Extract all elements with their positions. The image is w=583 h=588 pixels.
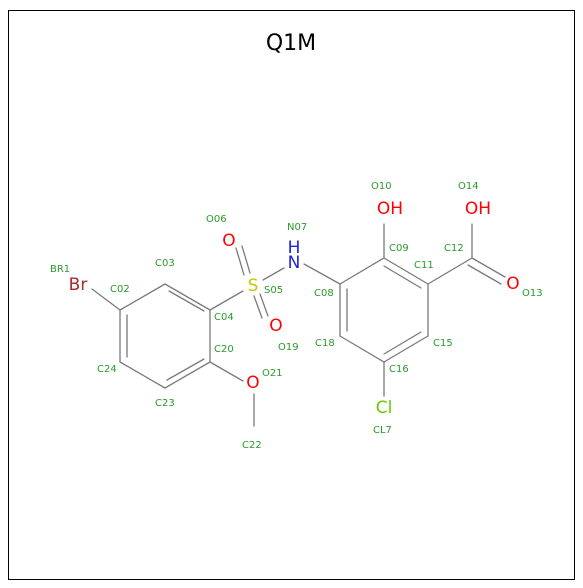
label-c03: C03 <box>155 258 175 269</box>
bond-s-o06-b <box>241 245 251 274</box>
atom-o13: O <box>506 274 519 294</box>
bond-c09-c11 <box>383 257 429 285</box>
label-c18: C18 <box>315 338 335 349</box>
label-c22: C22 <box>242 440 262 451</box>
label-o06: O06 <box>206 214 227 225</box>
label-br1: BR1 <box>50 264 70 275</box>
bond-c15-c16-inner <box>383 331 422 355</box>
bond-c08-c09 <box>339 257 385 285</box>
label-c16: C16 <box>389 364 409 375</box>
atom-s: S <box>248 276 259 296</box>
label-c23: C23 <box>155 398 175 409</box>
bond-c20-o21 <box>209 361 244 382</box>
label-c24: C24 <box>97 364 117 375</box>
bond-c03-c04 <box>164 283 211 311</box>
bond-c23-c24 <box>119 361 166 389</box>
bond-c16-c18 <box>339 335 385 363</box>
bond-s-o06-a <box>235 247 245 276</box>
label-n07: N07 <box>287 222 307 233</box>
bond-c09-c11-inner <box>383 265 422 289</box>
bond-s-o19-b <box>259 293 269 317</box>
bond-c04-s <box>209 290 244 311</box>
atom-oh-acid: OH <box>465 199 491 219</box>
atom-o21: O <box>246 373 259 393</box>
label-c11: C11 <box>414 260 434 271</box>
label-o14: O14 <box>458 181 479 192</box>
label-cl7: CL7 <box>373 425 392 436</box>
bond-c12-o13-a <box>471 257 506 278</box>
label-o10: O10 <box>371 181 392 192</box>
atom-h07: H <box>288 238 301 258</box>
atom-br: Br <box>69 275 88 295</box>
label-c12: C12 <box>444 243 464 254</box>
bond-c20-c23 <box>164 361 211 389</box>
bond-c02-br <box>91 288 121 311</box>
label-o21: O21 <box>262 368 283 379</box>
atom-o06: O <box>222 231 235 251</box>
label-c04: C04 <box>214 312 234 323</box>
bond-c15-c16 <box>383 335 429 363</box>
bond-c02-c03 <box>119 283 166 311</box>
diagram-title: Q1M <box>266 31 316 56</box>
label-c20: C20 <box>214 344 234 355</box>
bond-c20-c23-inner <box>166 358 205 381</box>
bond-s-n <box>262 267 285 281</box>
bond-s-o19-a <box>253 295 263 319</box>
bond-n-c08 <box>303 263 341 285</box>
bond-c12-o13-b <box>467 264 502 285</box>
atom-labels: BR1 C02 C03 C04 S05 O06 N07 C08 C09 O10 … <box>50 181 543 451</box>
label-o13: O13 <box>522 288 543 299</box>
bond-c11-c12 <box>427 257 473 285</box>
atom-o19: O <box>269 316 282 336</box>
atom-n07: N <box>288 253 301 273</box>
label-s05: S05 <box>264 285 283 296</box>
label-c09: C09 <box>389 243 409 254</box>
atom-cl: Cl <box>376 398 393 418</box>
bonds <box>91 223 506 427</box>
atom-oh-phenol: OH <box>377 199 403 219</box>
diagram-frame <box>8 10 575 580</box>
label-o19: O19 <box>278 342 299 353</box>
bond-c03-c04-inner <box>168 290 205 312</box>
label-c08: C08 <box>314 288 334 299</box>
atom-symbols: Br S O O H N OH OH O Cl O <box>69 199 520 418</box>
label-c15: C15 <box>433 338 453 349</box>
label-c02: C02 <box>110 284 130 295</box>
